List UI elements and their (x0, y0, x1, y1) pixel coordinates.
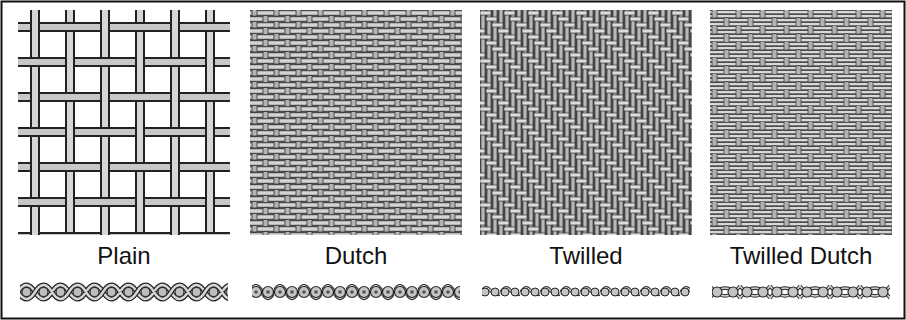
twilled-dutch-weave (710, 10, 892, 235)
twilled-section (482, 277, 690, 309)
dutch-section (252, 277, 460, 309)
twilled-weave (480, 10, 692, 235)
weave-label: Dutch (325, 242, 388, 270)
twilled-dutch-section (712, 277, 890, 309)
dutch-weave (250, 10, 462, 235)
weave-label: Twilled Dutch (730, 242, 873, 270)
plain-weave (18, 10, 230, 235)
plain-section (20, 277, 228, 309)
weave-label: Twilled (549, 242, 622, 270)
weave-label: Plain (97, 242, 150, 270)
